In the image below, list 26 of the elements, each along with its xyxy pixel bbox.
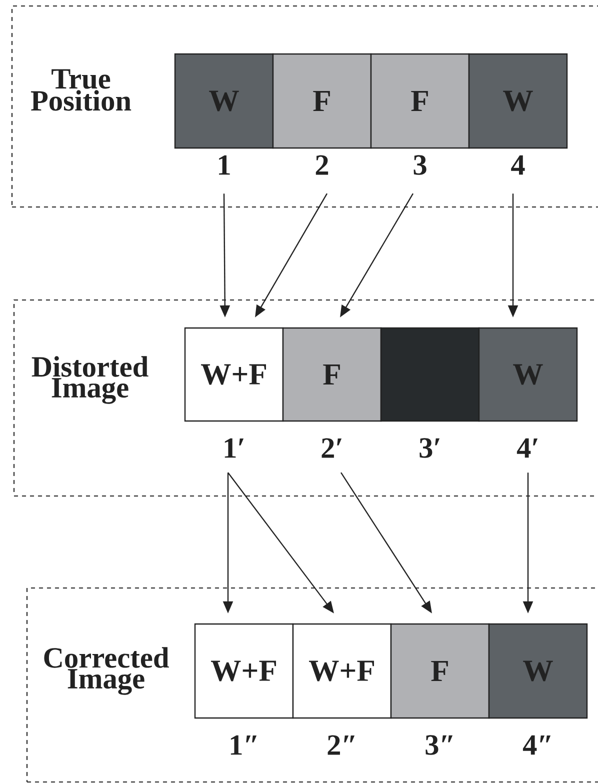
cell-box: F — [370, 53, 470, 149]
cell-number: 1 — [219, 155, 230, 175]
cell-box: W+F — [194, 623, 294, 719]
cell-box: W — [468, 53, 568, 149]
cell-box: W+F — [184, 327, 284, 422]
cell-number: 4 — [511, 155, 525, 175]
cell-number: 3″ — [426, 735, 453, 755]
cell-box: F — [272, 53, 372, 149]
cell-number: 1″ — [230, 735, 257, 755]
cell-number: 1′ — [224, 438, 244, 458]
cell-box: W — [478, 327, 578, 422]
cell-number: 3 — [414, 155, 426, 175]
cell-number: 2 — [316, 155, 328, 175]
cell-number: 2″ — [328, 735, 355, 755]
cell-number: 3′ — [420, 438, 440, 458]
cell-number: 4″ — [522, 735, 551, 755]
panel-heading: Distorted Image — [32, 356, 148, 404]
cell-box: F — [390, 623, 490, 719]
cell-number: 2′ — [322, 438, 342, 458]
panel-heading: True Position — [30, 69, 132, 111]
panel-heading: Corrected Image — [44, 647, 169, 695]
cell-box: F — [282, 327, 382, 422]
cell-box: W — [488, 623, 588, 719]
cell-number: 4′ — [516, 438, 538, 458]
cell-box: W — [174, 53, 274, 149]
cell-box: W+F — [292, 623, 392, 719]
